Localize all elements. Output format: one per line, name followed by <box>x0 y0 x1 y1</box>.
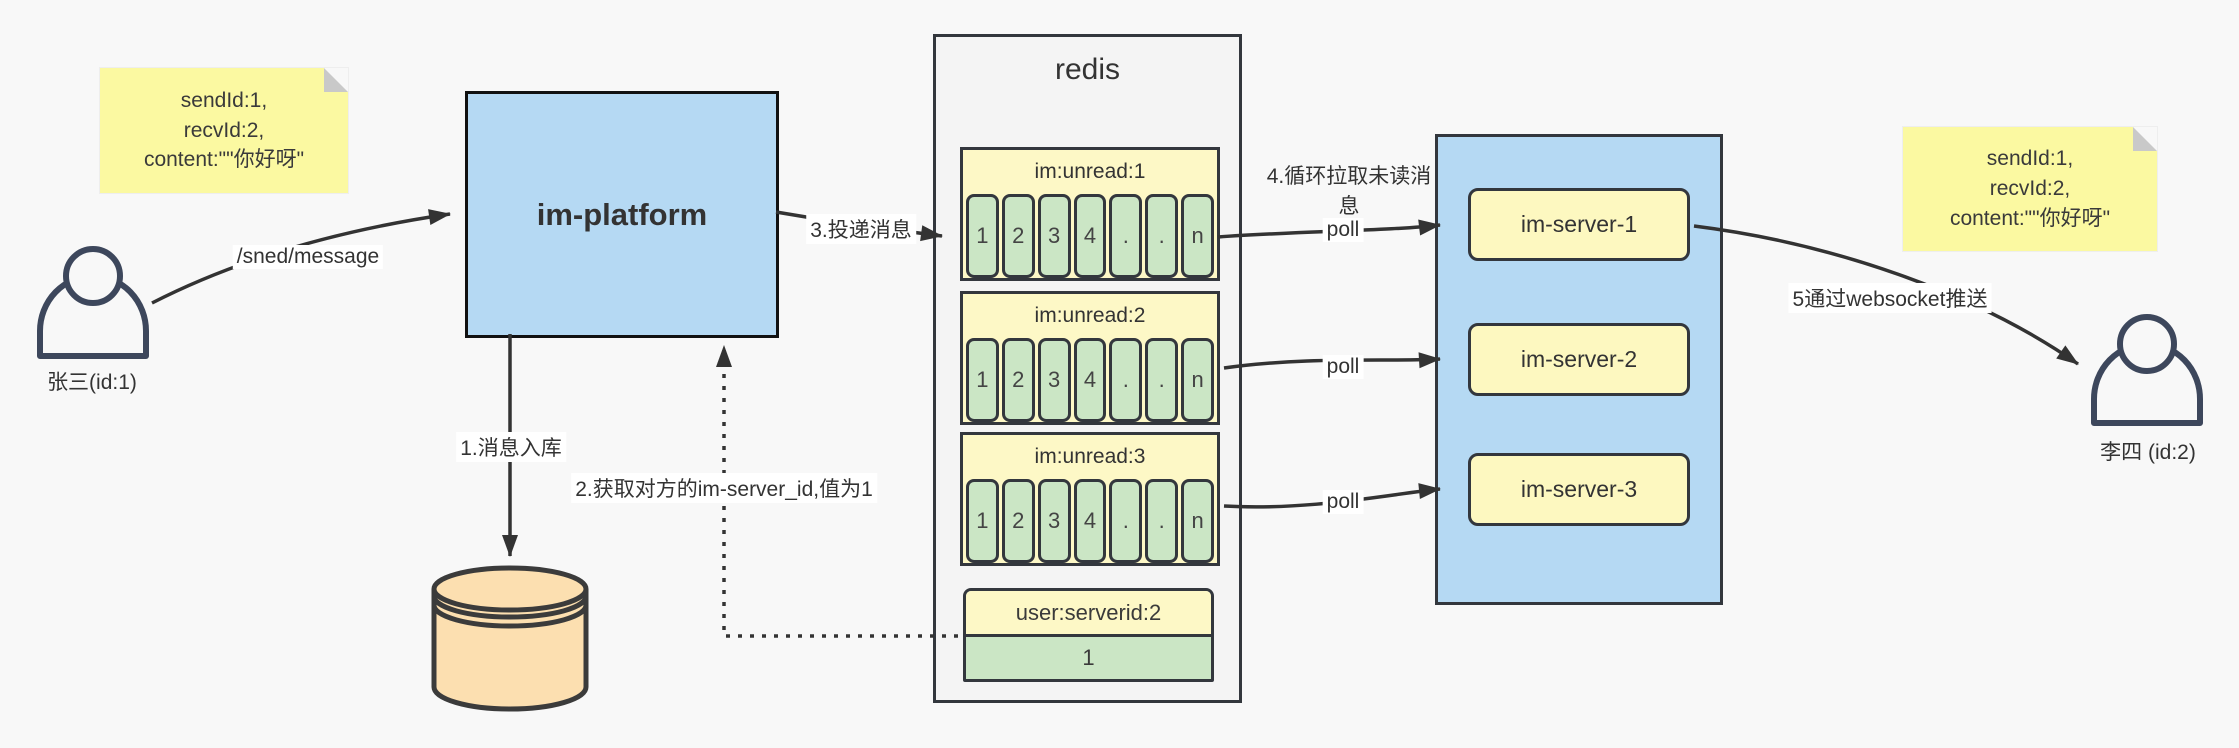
queue-cell: 4 <box>1073 479 1107 563</box>
note-line: sendId:1, <box>1986 147 2074 171</box>
queue-cell: . <box>1145 194 1179 278</box>
im-server-3-box: im-server-3 <box>1468 453 1690 526</box>
queue-cell: 2 <box>1001 338 1035 422</box>
receiver-payload-note: sendId:1, recvId:2, content:""你好呀" <box>1903 127 2157 251</box>
user-serverid-kv-box: user:serverid:2 1 <box>963 588 1214 682</box>
step1-label: 1.消息入库 <box>456 432 566 462</box>
queue-name: im:unread:2 <box>1034 304 1146 327</box>
queue-name: im:unread:1 <box>1034 160 1146 183</box>
unread-queue-2: im:unread:2 1 2 3 4 . . n <box>960 291 1220 425</box>
queue-cell: 3 <box>1037 479 1071 563</box>
queue-cells: 1 2 3 4 . . n <box>963 338 1217 422</box>
sender-user-icon <box>37 246 149 359</box>
queue-cell: n <box>1181 338 1215 422</box>
note-fold-icon <box>2133 127 2157 151</box>
im-server-2-box: im-server-2 <box>1468 323 1690 396</box>
note-fold-icon <box>324 68 348 92</box>
kv-key: user:serverid:2 <box>966 591 1211 637</box>
queue-cell: 1 <box>966 479 999 563</box>
im-platform-label: im-platform <box>536 196 708 232</box>
note-line: recvId:2, <box>1989 177 2071 201</box>
poll-label-1: poll <box>1322 218 1364 242</box>
note-line: sendId:1, <box>180 88 268 112</box>
receiver-user-icon <box>2091 314 2203 426</box>
poll-label-2: poll <box>1322 355 1364 379</box>
queue-cell: 1 <box>966 194 999 278</box>
queue-cells: 1 2 3 4 . . n <box>963 194 1217 278</box>
kv-value: 1 <box>966 637 1211 679</box>
sender-label: 张三(id:1) <box>47 371 137 394</box>
note-line: recvId:2, <box>183 118 265 142</box>
queue-cell: n <box>1181 479 1215 563</box>
queue-cell: . <box>1145 338 1179 422</box>
unread-queue-3: im:unread:3 1 2 3 4 . . n <box>960 432 1220 566</box>
mysql-database-icon <box>431 565 589 712</box>
queue-cell: . <box>1109 479 1143 563</box>
queue-cell: . <box>1109 194 1143 278</box>
queue-cell: . <box>1109 338 1143 422</box>
queue-cell: 4 <box>1073 194 1107 278</box>
receiver-label: 李四 (id:2) <box>2100 441 2196 464</box>
queue-cell: 2 <box>1001 479 1035 563</box>
redis-container: redis im:unread:1 1 2 3 4 . . n im:unrea… <box>933 34 1242 703</box>
queue-cell: 4 <box>1073 338 1107 422</box>
queue-cell: . <box>1145 479 1179 563</box>
queue-cell: 3 <box>1037 194 1071 278</box>
queue-cell: n <box>1181 194 1215 278</box>
queue-cell: 3 <box>1037 338 1071 422</box>
im-platform-box: im-platform <box>465 91 779 338</box>
queue-cells: 1 2 3 4 . . n <box>963 479 1217 563</box>
sender-payload-note: sendId:1, recvId:2, content:""你好呀" <box>100 68 348 193</box>
note-line: content:""你好呀" <box>1949 206 2111 230</box>
im-server-1-box: im-server-1 <box>1468 188 1690 261</box>
queue-cell: 1 <box>966 338 999 422</box>
poll-label-3: poll <box>1322 490 1364 514</box>
redis-title: redis <box>1054 53 1121 86</box>
send-api-label: /sned/message <box>232 245 384 269</box>
queue-cell: 2 <box>1001 194 1035 278</box>
unread-queue-1: im:unread:1 1 2 3 4 . . n <box>960 147 1220 281</box>
step5-label: 5通过websocket推送 <box>1788 283 1992 313</box>
step4-label: 4.循环拉取未读消息 <box>1266 165 1432 218</box>
step3-label: 3.投递消息 <box>806 214 916 244</box>
im-server-group: im-server-1 im-server-2 im-server-3 <box>1435 134 1723 605</box>
step2-label: 2.获取对方的im-server_id,值为1 <box>571 473 877 503</box>
note-line: content:""你好呀" <box>143 148 305 172</box>
queue-name: im:unread:3 <box>1034 445 1146 468</box>
